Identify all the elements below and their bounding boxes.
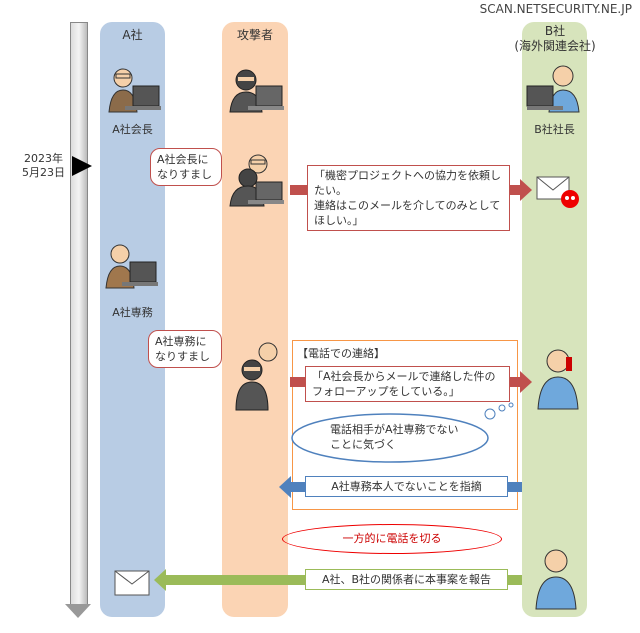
- phone-arrow-head: [520, 371, 532, 393]
- lane-a-title: A社: [122, 28, 143, 42]
- message-line: 連絡はこのメールを介してのみとして: [314, 199, 501, 212]
- envelope-icon: [536, 176, 579, 208]
- phone-call-group: 【電話での連絡】: [292, 340, 518, 510]
- phone-call-title: 【電話での連絡】: [297, 347, 385, 360]
- hangup-ellipse: 一方的に電話を切る: [282, 524, 502, 554]
- attacker-on-phone-icon: [235, 342, 278, 411]
- person-at-laptop-icon: [108, 68, 161, 113]
- person-at-laptop-icon: [105, 244, 158, 289]
- email-arrow-head: [520, 179, 532, 201]
- email-message: 「機密プロジェクトへの協力を依頼したい。 連絡はこのメールを介してのみとして ほ…: [307, 165, 510, 231]
- lane-b-name: B社: [544, 24, 566, 38]
- impersonation-bubble-director: A社専務に なりすまし: [148, 330, 222, 368]
- message-line: ほしい。」: [314, 214, 364, 227]
- report-arrow-head: [154, 569, 166, 591]
- lane-b-subtitle: (海外関連会社): [514, 39, 596, 53]
- watermark: SCAN.NETSECURITY.NE.JP: [479, 2, 632, 16]
- bubble-line: A社会長に: [157, 153, 209, 166]
- attacker-disguised-laptop-icon: [229, 154, 284, 207]
- timeline-bar: [70, 22, 88, 606]
- reply-arrow-head: [279, 476, 291, 498]
- thought-line: 電話相手がA社専務でない: [330, 423, 459, 436]
- lane-attacker: 攻撃者: [222, 22, 288, 617]
- actor-b-president: B社社長: [522, 121, 587, 137]
- bubble-line: A社専務に: [155, 335, 207, 348]
- thought-line: ことに気づく: [330, 438, 396, 451]
- message-line: 「機密プロジェクトへの協力を依頼したい。: [314, 169, 501, 197]
- hooded-attacker-laptop-icon: [229, 69, 284, 113]
- date-line1: 2023年: [24, 152, 63, 165]
- timeline-arrow-head: [65, 604, 91, 618]
- phone-message: 「A社会長からメールで連絡した件の フォローアップをしている。」: [305, 366, 510, 402]
- bubble-line: なりすまし: [157, 168, 212, 181]
- impersonation-bubble-chairman: A社会長に なりすまし: [150, 148, 222, 186]
- actor-a-director: A社専務: [100, 304, 165, 320]
- message-line: 「A社会長からメールで連絡した件の: [312, 370, 496, 383]
- lane-b-title: B社 (海外関連会社): [500, 24, 610, 54]
- person-icon: [535, 549, 577, 610]
- date-label: 2023年 5月23日: [22, 152, 65, 180]
- bubble-line: なりすまし: [155, 350, 210, 363]
- person-at-laptop-icon: [526, 65, 580, 113]
- envelope-icon: [114, 570, 150, 596]
- lane-attacker-title: 攻撃者: [236, 28, 273, 42]
- person-on-phone-icon: [537, 349, 579, 410]
- message-line: フォローアップをしている。」: [312, 385, 460, 398]
- thought-text: 電話相手がA社専務でない ことに気づく: [330, 422, 459, 452]
- date-marker-icon: [72, 156, 92, 176]
- reply-message: A社専務本人でないことを指摘: [305, 476, 508, 497]
- report-message: A社、B社の関係者に本事案を報告: [305, 569, 508, 590]
- actor-a-chairman: A社会長: [100, 121, 165, 137]
- thought-cloud-icon: [291, 402, 514, 463]
- date-line2: 5月23日: [22, 166, 65, 179]
